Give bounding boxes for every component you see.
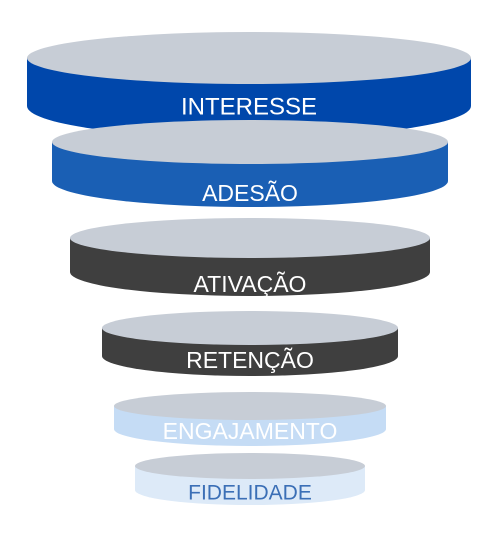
funnel-layer-interesse: INTERESSE [27,32,471,138]
funnel-top-fidelidade [135,453,365,479]
funnel-top-engajamento [114,392,386,420]
funnel-top-retencao [102,311,398,345]
funnel-layer-retencao: RETENÇÃO [102,311,398,376]
funnel-top-interesse [27,32,471,84]
funnel-label-interesse: INTERESSE [181,93,317,120]
funnel-label-engajamento: ENGAJAMENTO [163,418,338,444]
funnel-top-ativacao [70,218,430,258]
funnel-top-adesao [52,120,448,164]
funnel-label-adesao: ADESÃO [202,180,298,206]
funnel-label-retencao: RETENÇÃO [186,347,314,373]
funnel-label-ativacao: ATIVAÇÃO [194,271,307,297]
funnel-label-fidelidade: FIDELIDADE [188,482,312,505]
funnel-layer-adesao: ADESÃO [52,120,448,207]
funnel-layer-engajamento: ENGAJAMENTO [114,392,386,446]
funnel-layer-fidelidade: FIDELIDADE [135,453,365,505]
funnel-layer-ativacao: ATIVAÇÃO [70,218,430,297]
